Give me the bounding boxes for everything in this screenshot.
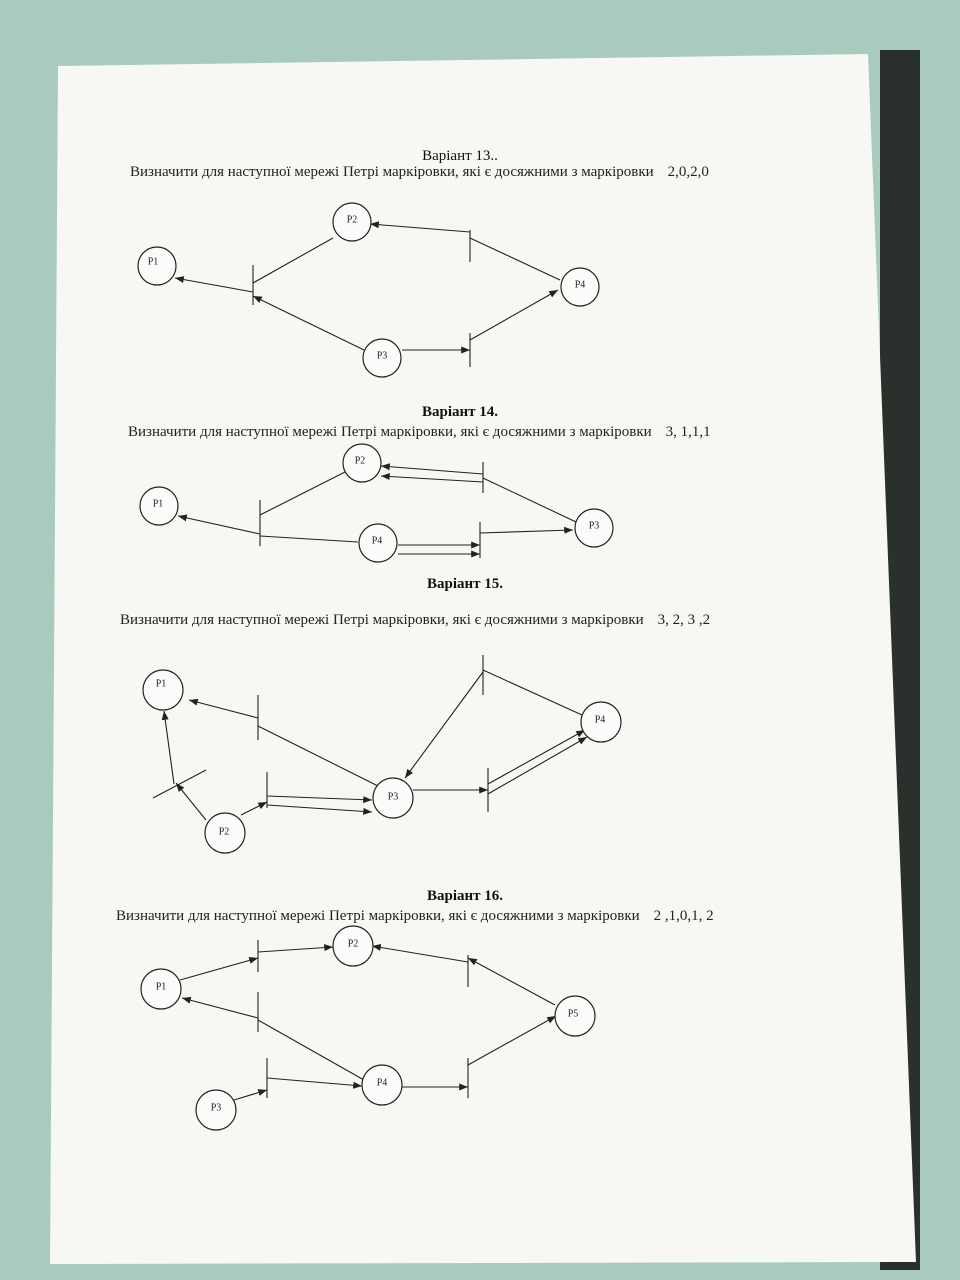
variant-16-arc: [371, 943, 469, 963]
variant-16-place-label: P4: [377, 1078, 388, 1089]
variant-16-place: [195, 1089, 237, 1131]
variant-13-place: [332, 202, 372, 242]
variant-14-title: Варіант 14.: [421, 404, 499, 420]
variant-14-arc: [482, 477, 577, 523]
variant-15-place-label: P1: [156, 679, 167, 690]
variant-16-place: [140, 968, 182, 1010]
variant-15-arc: [257, 725, 379, 787]
variant-15-arc: [404, 671, 484, 779]
variant-14-place: [342, 443, 382, 483]
variant-15-arc: [175, 782, 207, 821]
variant-13-place-label: P2: [347, 215, 358, 226]
variant-16-place-label: P1: [156, 982, 167, 993]
variant-14-arc: [259, 471, 346, 516]
variant-14-arc: [259, 535, 359, 543]
variant-13-place: [362, 338, 402, 378]
variant-16-arc: [179, 957, 259, 981]
variant-15-place: [580, 701, 622, 743]
variant-15-arc: [482, 669, 583, 716]
variant-13-net: P1 P2 P3 P4: [137, 202, 600, 378]
variant-16-marking: 2 ,1,0,1, 2: [653, 908, 714, 924]
variant-13-task: Визначити для наступної мережі Петрі мар…: [130, 164, 709, 181]
variant-16-arc: [467, 957, 556, 1006]
variant-15-place-label: P3: [388, 792, 399, 803]
variant-14-place-label: P4: [372, 536, 383, 547]
variant-16-task-text: Визначити для наступної мережі Петрі мар…: [116, 908, 640, 924]
variant-15-arc: [161, 710, 175, 785]
variant-16-title: Варіант 16.: [426, 888, 504, 904]
variant-13-arc: [469, 289, 559, 341]
variant-15-task-text: Визначити для наступної мережі Петрі мар…: [120, 612, 644, 628]
variant-13-arc: [252, 237, 334, 284]
variant-13-place: [137, 246, 177, 286]
variant-15-arc: [266, 804, 373, 815]
variant-16-arc: [467, 1015, 557, 1066]
variant-13-place: [560, 267, 600, 307]
variant-15-place-label: P2: [219, 827, 230, 838]
variant-16-arc: [266, 1077, 363, 1089]
variant-13-place-label: P3: [377, 351, 388, 362]
variant-14-place-label: P3: [589, 521, 600, 532]
variant-15-arc: [487, 736, 588, 795]
variant-14-place: [574, 508, 614, 548]
variant-13-arc: [369, 221, 471, 233]
variant-15-place-label: P4: [595, 715, 606, 726]
variant-13-place-label: P1: [148, 257, 159, 268]
variant-15-net: P1 P2 P3 P4: [142, 655, 622, 854]
variant-16-place: [361, 1064, 403, 1106]
variant-14-arc: [479, 526, 574, 534]
variant-15-arc: [188, 698, 259, 719]
variant-15-place: [372, 777, 414, 819]
variant-16-place-label: P2: [348, 939, 359, 950]
variant-16-place-label: P5: [568, 1009, 579, 1020]
variant-16-place: [332, 925, 374, 967]
variant-14-arc: [177, 514, 261, 535]
variant-15-arc: [487, 729, 586, 785]
variant-13-arc: [174, 276, 254, 293]
variant-15-transition-diagonal: [152, 769, 207, 799]
variant-13-arc: [469, 237, 561, 281]
variant-13-marking: 2,0,2,0: [667, 164, 709, 180]
variant-13-task-text: Визначити для наступної мережі Петрі мар…: [130, 164, 654, 180]
variant-15-place: [204, 812, 246, 854]
variant-15-place: [142, 669, 184, 711]
variant-14-net: P1 P2 P4 P3: [139, 443, 614, 563]
variant-14-place-label: P2: [355, 456, 366, 467]
variant-16-arc: [181, 996, 259, 1019]
variant-14-task-text: Визначити для наступної мережі Петрі мар…: [128, 424, 652, 440]
variant-14-place-label: P1: [153, 499, 164, 510]
variant-13-place-label: P4: [575, 280, 586, 291]
variant-14-marking: 3, 1,1,1: [665, 424, 711, 440]
variant-13-arc: [252, 295, 365, 351]
variant-16-arc: [233, 1089, 268, 1101]
variant-16-place: [554, 995, 596, 1037]
variant-14-arc: [380, 473, 484, 483]
variant-14-task: Визначити для наступної мережі Петрі мар…: [128, 424, 711, 441]
variant-16-task: Визначити для наступної мережі Петрі мар…: [116, 908, 714, 925]
variant-15-arc: [266, 795, 373, 804]
variant-15-task: Визначити для наступної мережі Петрі мар…: [120, 612, 710, 629]
variant-15-title: Варіант 15.: [426, 576, 504, 592]
variant-14-arc: [380, 463, 484, 475]
variant-16-place-label: P3: [211, 1103, 222, 1114]
variant-15-marking: 3, 2, 3 ,2: [657, 612, 711, 628]
variant-14-place: [139, 486, 179, 526]
variant-16-arc: [257, 944, 334, 953]
variant-15-arc: [240, 801, 268, 816]
variant-16-arc: [257, 1019, 365, 1081]
variant-13-title: Варіант 13..: [422, 148, 498, 164]
variant-14-place: [358, 523, 398, 563]
variant-16-net: P1 P2 P3 P4 P5: [140, 925, 596, 1131]
